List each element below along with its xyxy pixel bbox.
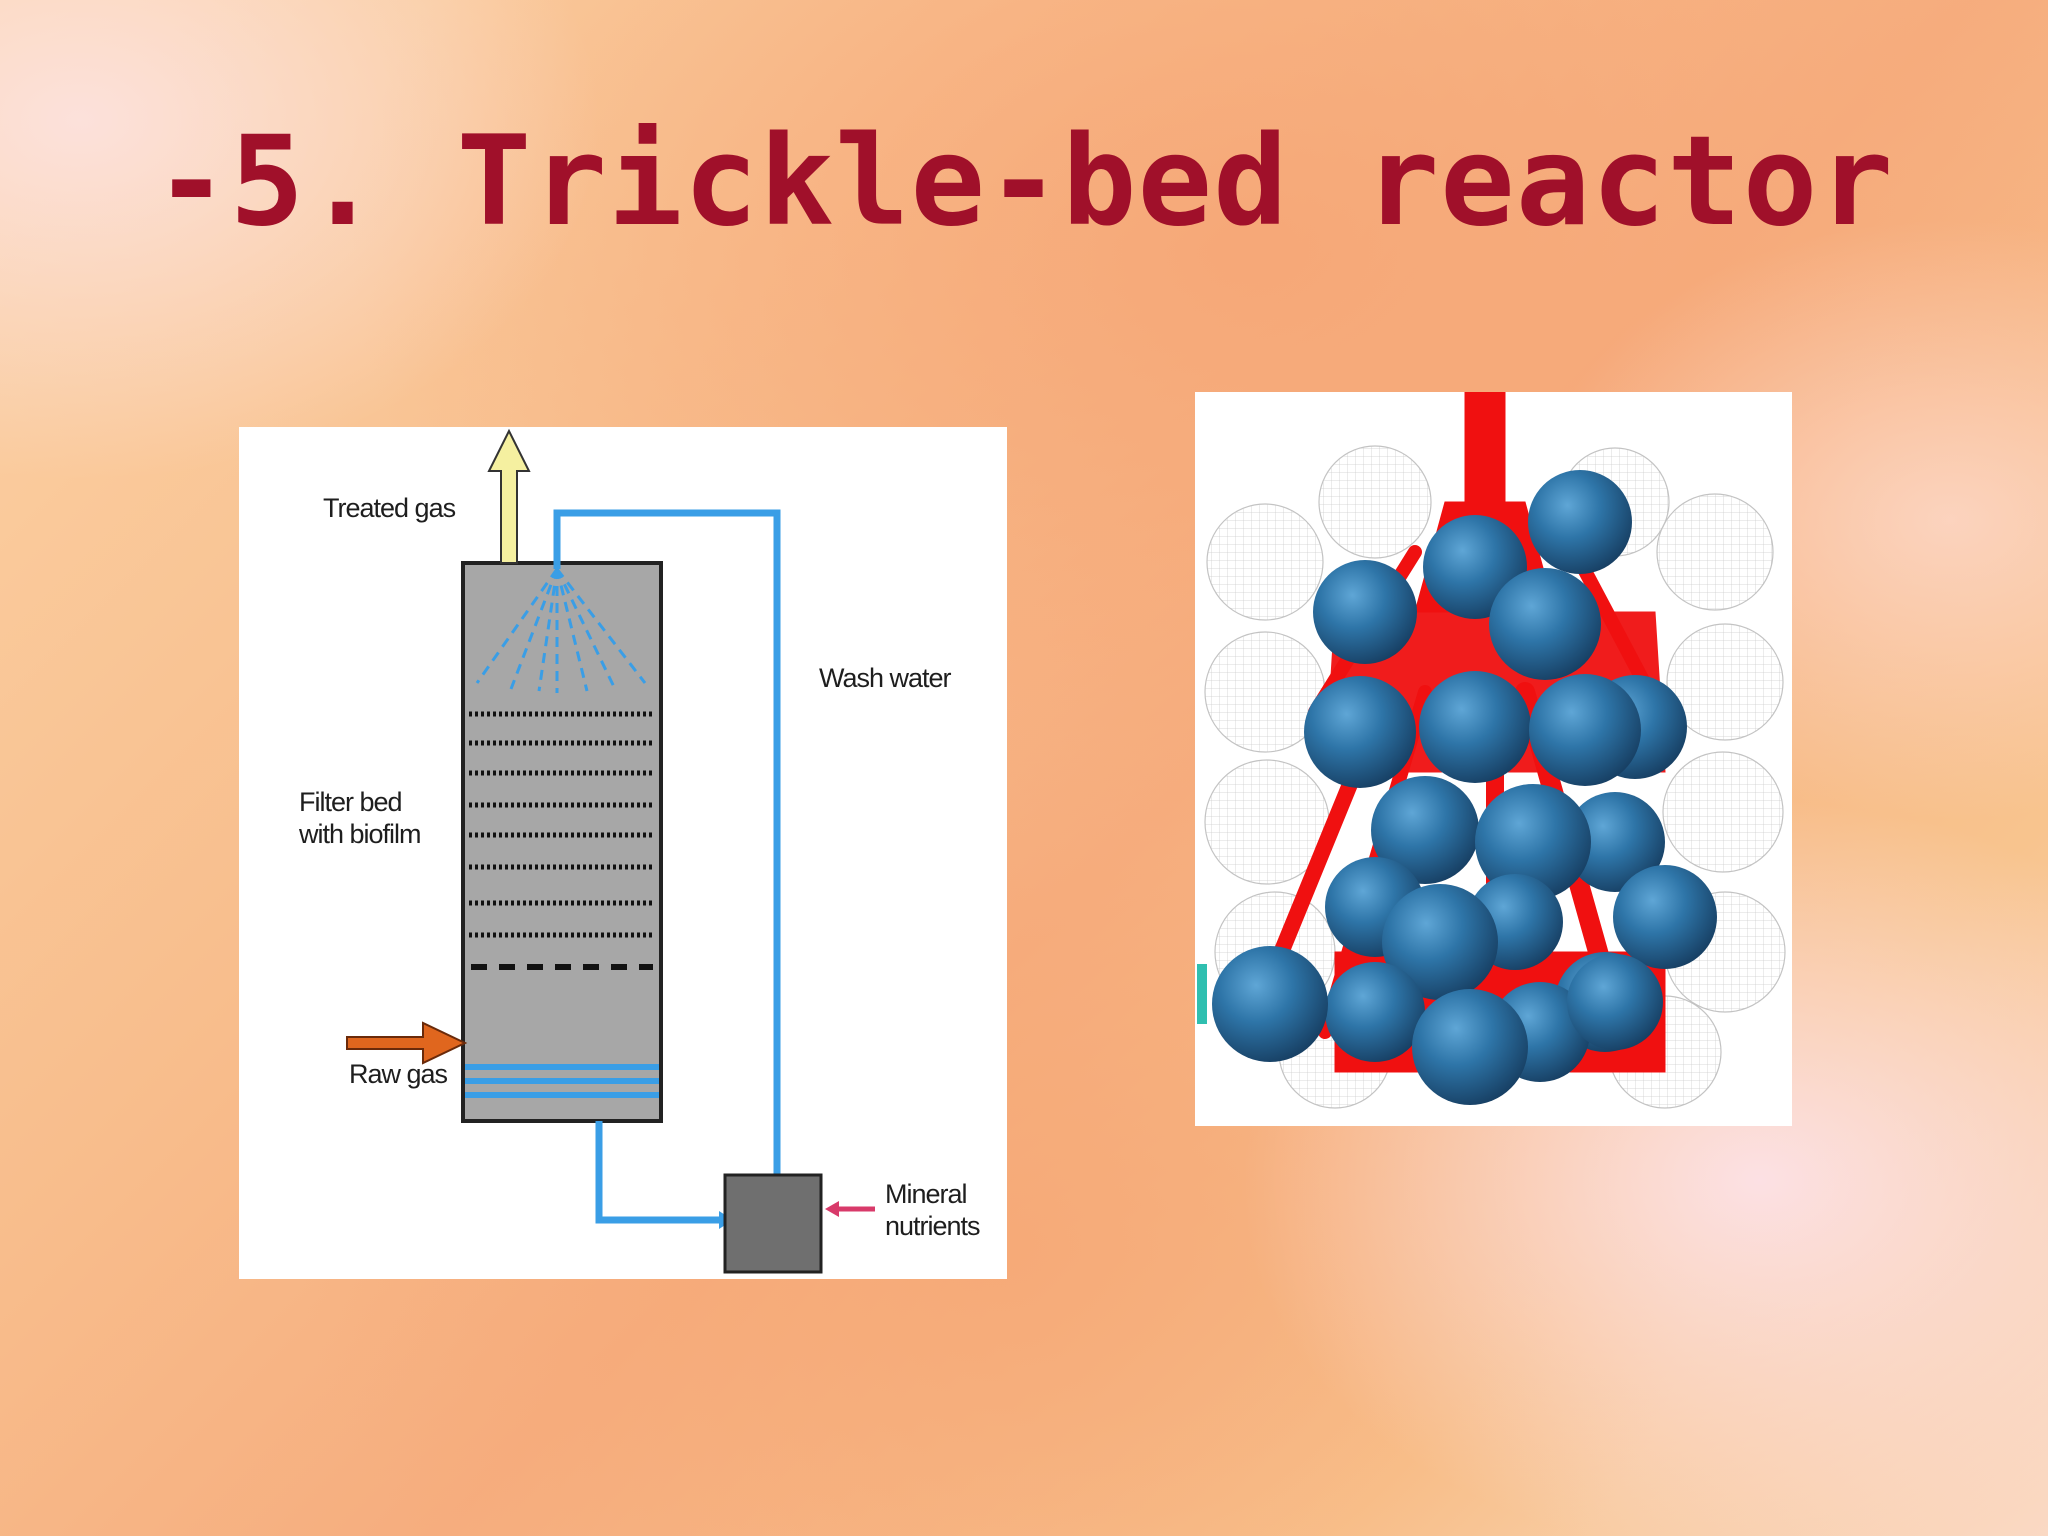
label-mineral-line1: Mineral [885, 1179, 968, 1209]
reactor-column [461, 561, 663, 1123]
sump-water-lines [465, 1064, 659, 1098]
label-filter-bed-line1: Filter bed [299, 787, 403, 817]
packed-spheres [1212, 470, 1717, 1105]
label-filter-bed-line2: with biofilm [299, 818, 422, 849]
schematic-drawing [346, 428, 875, 1274]
raw-gas-arrow [346, 1021, 468, 1065]
label-wash-water: Wash water [819, 663, 952, 693]
filter-bed-layers [469, 711, 655, 938]
label-treated-gas: Treated gas [323, 493, 456, 523]
treated-gas-arrow [487, 428, 531, 564]
packed-bed-drawing [1197, 392, 1786, 1109]
spray-pattern [475, 568, 647, 693]
label-filter-bed: Filter bed with biofilm [299, 787, 422, 851]
drain-pipe [595, 1121, 719, 1224]
slide-title: -5. Trickle-bed reactor [153, 110, 1895, 254]
trickle-bed-schematic: Treated gas Wash water Filter bed with b… [239, 427, 1007, 1279]
edge-marker [1197, 964, 1207, 1024]
nutrient-tank [723, 1173, 823, 1274]
packed-bed-illustration [1195, 392, 1792, 1126]
wash-water-pipe [553, 509, 781, 1179]
label-mineral-nutrients: Mineral nutrients [885, 1179, 981, 1243]
label-raw-gas: Raw gas [349, 1059, 448, 1089]
label-mineral-line2: nutrients [885, 1210, 981, 1241]
